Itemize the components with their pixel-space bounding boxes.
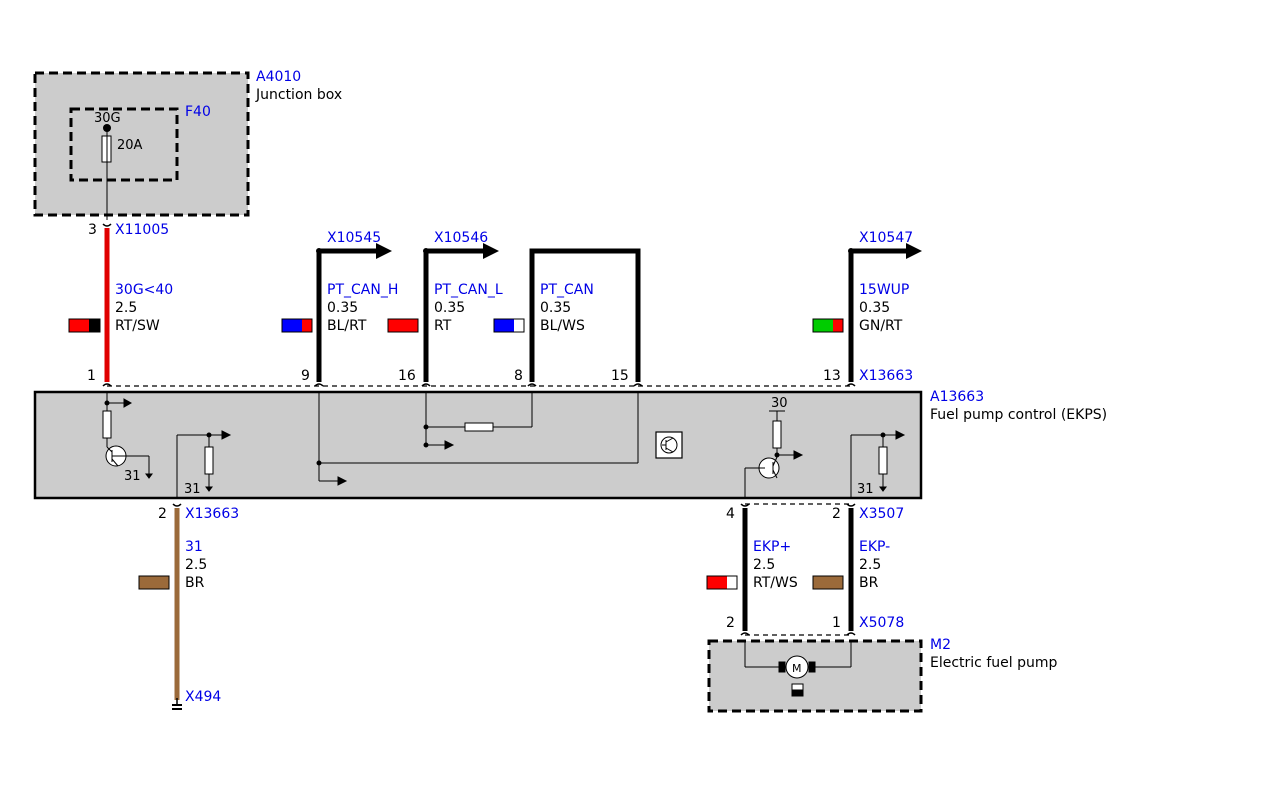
pin-9: 9	[301, 368, 310, 384]
pin-pump-2: 2	[726, 615, 735, 631]
connector-x5078-line	[740, 632, 856, 636]
connector-x5078: X5078	[859, 615, 904, 631]
wire-15wup-swatch	[812, 318, 844, 333]
pin-13: 13	[823, 368, 841, 384]
wire-pt-can-loop	[529, 248, 641, 382]
wire-30g	[102, 223, 112, 387]
pin-jb-3: 3	[88, 222, 97, 238]
ekps-internal-left	[102, 392, 153, 479]
fuse-terminal-label: 30G	[94, 111, 121, 126]
connector-x11005: X11005	[115, 222, 169, 238]
wire-ekp-minus-swatch	[812, 575, 844, 590]
connector-x10547: X10547	[859, 230, 913, 246]
fuse-id: F40	[185, 104, 211, 120]
wire-pt-can-l	[423, 243, 499, 382]
wire-can-h-signal: PT_CAN_H	[327, 282, 398, 298]
motor-symbol-label: M	[792, 662, 802, 675]
wire-ekp-plus-color: RT/WS	[753, 575, 798, 591]
pin-1: 1	[87, 368, 96, 384]
connector-x3507-line	[740, 503, 856, 507]
pin-pump-1: 1	[832, 615, 841, 631]
wire-ground-31	[172, 503, 182, 710]
wire-pt-can-signal: PT_CAN	[540, 282, 594, 298]
pump-id: M2	[930, 637, 951, 653]
ekps-internal-right	[744, 410, 906, 498]
fuse-symbol	[101, 124, 112, 220]
connector-x13663-bottom: X13663	[185, 506, 239, 522]
wire-15wup-color: GN/RT	[859, 318, 903, 334]
connector-x13663-top: X13663	[859, 368, 913, 384]
wire-15wup-signal: 15WUP	[859, 282, 909, 298]
ekps-desc: Fuel pump control (EKPS)	[930, 407, 1107, 423]
wire-can-l-size: 0.35	[434, 300, 465, 316]
wire-pt-can-size: 0.35	[540, 300, 571, 316]
junction-box	[33, 71, 250, 217]
wire-can-h-color: BL/RT	[327, 318, 367, 334]
wire-30g-signal: 30G<40	[115, 282, 173, 298]
ground-label-b: 31	[184, 482, 201, 497]
wire-15wup-size: 0.35	[859, 300, 890, 316]
ekps-internal-ground	[176, 430, 232, 498]
wire-pt-can-color: BL/WS	[540, 318, 585, 334]
junction-box-desc: Junction box	[255, 87, 342, 103]
wire-pt-can-swatch	[493, 318, 525, 333]
ekps-id: A13663	[930, 389, 984, 405]
wire-30g-size: 2.5	[115, 300, 137, 316]
supply-label-30: 30	[771, 396, 788, 411]
pin-8: 8	[514, 368, 523, 384]
connector-x3507: X3507	[859, 506, 904, 522]
connector-x10546: X10546	[434, 230, 488, 246]
wire-pt-can-h	[316, 243, 392, 382]
pin-bottom-4: 4	[726, 506, 735, 522]
wire-gnd-color: BR	[185, 575, 205, 591]
wire-gnd-swatch	[138, 575, 170, 590]
wire-ekp-plus-signal: EKP+	[753, 539, 791, 555]
fuse-rating: 20A	[117, 138, 143, 153]
pump-desc: Electric fuel pump	[930, 655, 1057, 671]
pin-bottom-2b: 2	[832, 506, 841, 522]
motor-icon	[744, 641, 852, 697]
wire-ekp-minus-color: BR	[859, 575, 879, 591]
pin-bottom-2: 2	[158, 506, 167, 522]
fuse-holder	[69, 107, 179, 182]
ekps-internal-can	[316, 392, 639, 486]
fuel-pump-box	[707, 639, 923, 713]
ground-label-c: 31	[857, 482, 874, 497]
pin-15: 15	[611, 368, 629, 384]
wire-can-h-size: 0.35	[327, 300, 358, 316]
wire-30g-swatch	[68, 318, 101, 333]
wire-ekp-minus-signal: EKP-	[859, 539, 890, 555]
wire-ekp-plus-swatch	[706, 575, 738, 590]
wire-can-l-swatch	[387, 318, 419, 333]
connector-x13663-top-line	[107, 383, 856, 387]
wire-30g-color: RT/SW	[115, 318, 160, 334]
wire-can-h-swatch	[281, 318, 313, 333]
junction-box-id: A4010	[256, 69, 301, 85]
pin-16: 16	[398, 368, 416, 384]
wire-gnd-size: 2.5	[185, 557, 207, 573]
wire-can-l-color: RT	[434, 318, 452, 334]
wire-ekp-plus-size: 2.5	[753, 557, 775, 573]
wire-15wup	[848, 243, 922, 382]
ground-label-a: 31	[124, 469, 141, 484]
connector-x10545: X10545	[327, 230, 381, 246]
wire-gnd-signal: 31	[185, 539, 203, 555]
connector-x494: X494	[185, 689, 221, 705]
electronics-icon	[655, 431, 683, 459]
wire-can-l-signal: PT_CAN_L	[434, 282, 503, 298]
ekps-module	[33, 390, 923, 500]
wire-ekp-minus-size: 2.5	[859, 557, 881, 573]
